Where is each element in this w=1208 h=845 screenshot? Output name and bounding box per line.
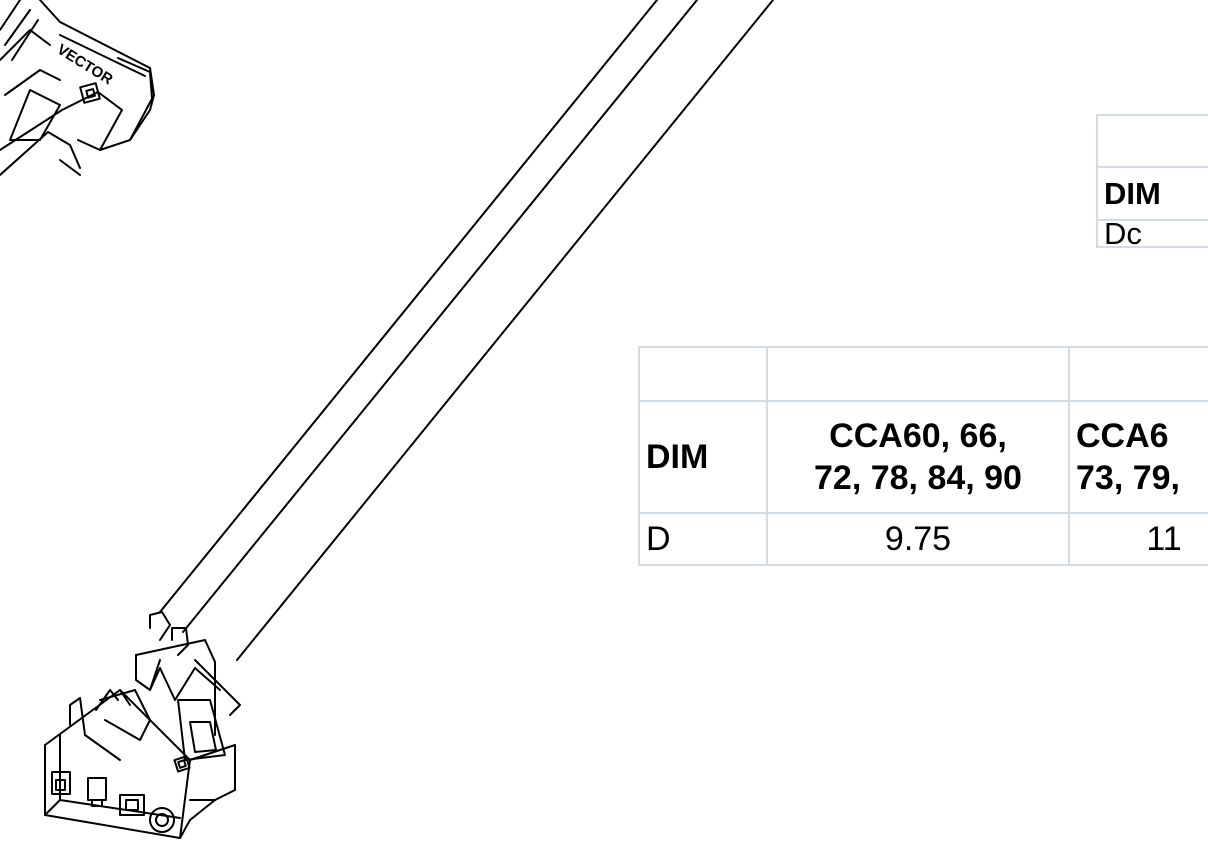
table-cell-d-value-2: 11 — [1068, 512, 1208, 566]
table-cell — [1068, 346, 1208, 402]
table-header-cca-group-2: CCA6 73, 79, — [1068, 400, 1208, 514]
table-cell-dc-label: Dc — [1096, 219, 1208, 248]
table-header-dim: DIM — [638, 400, 768, 514]
connector-logo-text: VECTOR — [54, 41, 116, 88]
dimension-table-d: DIM CCA60, 66, 72, 78, 84, 90 CCA6 73, 7… — [638, 346, 1208, 566]
table-cell — [766, 346, 1070, 402]
table-cell — [1096, 114, 1208, 168]
table-header-dim: DIM — [1096, 166, 1208, 221]
top-connector: VECTOR — [0, 0, 155, 176]
table-cell-d-label: D — [638, 512, 768, 566]
table-cell-d-value-1: 9.75 — [766, 512, 1070, 566]
ribbon-cable — [159, 0, 774, 661]
table-cell — [638, 346, 768, 402]
bottom-connector — [44, 611, 241, 839]
dimension-table-dc: DIM Dc — [1096, 114, 1208, 248]
table-header-cca-group-1: CCA60, 66, 72, 78, 84, 90 — [766, 400, 1070, 514]
